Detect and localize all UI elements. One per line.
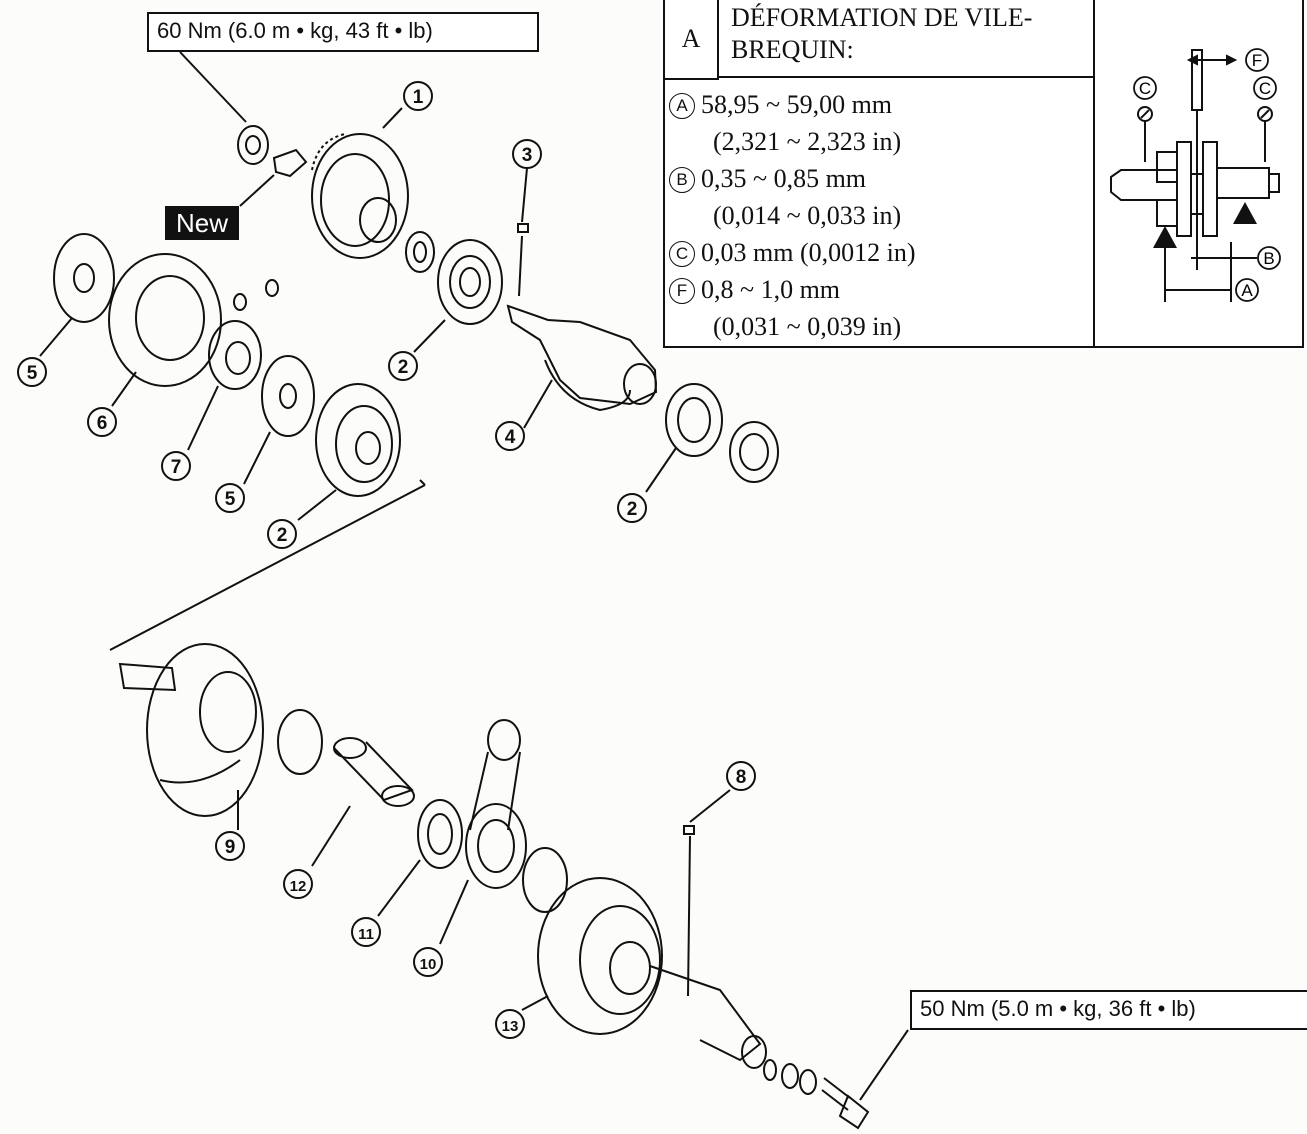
spec-table-title: DÉFORMATION DE VILE- BREQUIN: [719,0,1093,78]
callout-12: 12 [290,878,307,895]
spec-value-b: 0,35 ~ 0,85 mm [701,164,867,193]
spec-key-c: C [669,241,695,267]
drive-gear-part [108,253,222,387]
callout-8: 8 [736,767,747,788]
bearing-part-2 [315,383,401,497]
mini-label-a: A [1241,281,1253,300]
balancer-shaft-part [506,304,658,412]
callout-13: 13 [502,1018,519,1035]
spec-sub-f: (0,031 ~ 0,039 in) [713,312,902,341]
callout-2-b: 2 [627,499,638,520]
callout-5-b: 5 [225,489,236,510]
spec-title-line1: DÉFORMATION DE VILE- [731,3,1033,32]
spec-table-letter: A [665,0,719,80]
callout-5-a: 5 [27,363,38,384]
spec-key-b: B [669,167,695,193]
spec-value-f: 0,8 ~ 1,0 mm [701,275,841,304]
crank-web-left-part [118,643,264,817]
callout-6: 6 [97,413,108,434]
callout-1: 1 [413,87,424,108]
spec-value-a: 58,95 ~ 59,00 mm [701,90,893,119]
spec-value-c: 0,03 mm (0,0012 in) [701,238,916,267]
spec-table-divider [1093,0,1095,348]
lock-washer-part [272,148,308,178]
spec-title-line2: BREQUIN: [731,35,854,64]
connecting-rod-part [465,719,527,889]
new-part-badge: New [165,206,239,240]
mini-label-c-left: C [1139,79,1151,98]
torque-spec-top: 60 Nm (6.0 m • kg, 43 ft • lb) [147,12,539,52]
mini-label-b: B [1263,249,1274,268]
bolt-part [821,1077,870,1130]
callout-9: 9 [225,837,236,858]
callout-11: 11 [358,926,374,943]
mini-label-c-right: C [1259,79,1271,98]
nut-part [237,125,269,165]
spec-key-a: A [669,93,695,119]
crank-measure-diagram: F C C B A [1110,48,1281,302]
torque-spec-bottom: 50 Nm (5.0 m • kg, 36 ft • lb) [910,990,1307,1030]
plate-part-1 [53,233,115,323]
mini-label-f: F [1252,51,1262,70]
callout-2-a: 2 [398,357,409,378]
callout-3: 3 [522,145,533,166]
bearing-part-1 [437,239,503,325]
primary-gear-part [311,133,409,259]
spec-sub-a: (2,321 ~ 2,323 in) [713,127,902,156]
crank-pin-part [333,737,415,807]
callout-7: 7 [171,457,182,478]
callout-10: 10 [420,956,437,973]
spec-key-f: F [669,278,695,304]
callout-2-c: 2 [277,525,288,546]
crank-web-right-part [537,877,767,1069]
callout-4: 4 [505,427,516,448]
spec-sub-b: (0,014 ~ 0,033 in) [713,201,902,230]
